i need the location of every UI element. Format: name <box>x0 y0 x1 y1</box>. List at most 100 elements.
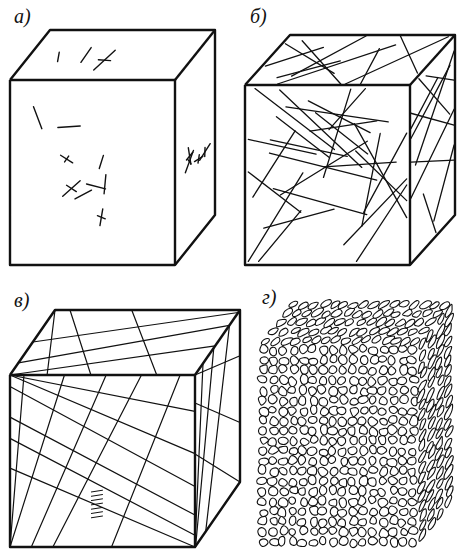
grain <box>398 408 407 415</box>
grain <box>390 516 398 525</box>
grain <box>349 354 357 363</box>
grain <box>345 319 353 326</box>
grain <box>276 319 286 326</box>
grain <box>348 364 356 374</box>
grain <box>299 479 307 486</box>
grain <box>257 376 266 383</box>
grain <box>309 458 317 466</box>
grain <box>358 519 366 526</box>
grain <box>290 338 300 345</box>
cube-dense-cracks <box>245 35 455 265</box>
crack-line <box>200 144 211 161</box>
grain <box>279 386 287 395</box>
crack-line <box>259 211 301 262</box>
grain <box>445 447 451 457</box>
crack-line <box>10 375 195 454</box>
grain <box>320 425 327 435</box>
grain <box>328 456 335 463</box>
grain <box>438 375 444 385</box>
grain <box>271 337 280 345</box>
grain <box>307 447 317 455</box>
grain <box>410 376 419 383</box>
grain <box>407 408 417 415</box>
grain <box>329 438 337 446</box>
grain <box>338 355 347 364</box>
grain <box>278 537 284 547</box>
grain <box>369 396 375 404</box>
grain <box>303 337 312 343</box>
grain <box>320 436 327 445</box>
grain <box>380 346 388 353</box>
grain <box>319 365 328 374</box>
grain <box>268 406 276 412</box>
grain <box>308 497 317 506</box>
grain <box>320 346 328 355</box>
crack-line <box>278 45 396 84</box>
grain <box>419 439 425 451</box>
grain <box>379 428 388 436</box>
grain <box>378 436 385 445</box>
grain <box>279 467 287 474</box>
grain <box>307 467 316 476</box>
crack-line <box>356 151 407 201</box>
grain <box>378 488 386 496</box>
grain <box>319 417 327 424</box>
grain <box>260 365 267 374</box>
crack-line <box>58 126 80 128</box>
grain <box>319 449 328 456</box>
grain <box>259 427 267 435</box>
crack-line <box>10 386 195 486</box>
grain <box>400 365 408 375</box>
crack-line <box>10 375 64 547</box>
grain <box>400 508 408 515</box>
grain <box>268 395 277 404</box>
figure-label: г) <box>262 287 276 307</box>
grain <box>425 318 436 326</box>
crack-line <box>434 145 454 221</box>
grain <box>298 508 306 515</box>
grain <box>410 427 418 435</box>
grain <box>390 497 398 504</box>
grain <box>260 387 267 397</box>
grain <box>308 302 318 309</box>
grain <box>260 345 268 354</box>
grain <box>407 457 416 465</box>
grain <box>319 477 328 485</box>
grain <box>257 488 265 497</box>
grain <box>289 516 296 525</box>
grain <box>419 451 427 463</box>
crack-line <box>98 59 110 61</box>
grain <box>310 435 318 443</box>
grain <box>338 448 346 456</box>
grain <box>308 376 316 383</box>
grain <box>430 302 439 309</box>
grain <box>348 477 355 486</box>
crack-line <box>286 107 388 122</box>
grain <box>350 516 359 525</box>
crack-line <box>323 89 350 177</box>
grain <box>306 319 316 327</box>
crack-line <box>61 155 73 163</box>
grain <box>437 509 443 520</box>
grain <box>428 335 436 348</box>
grain <box>298 417 306 426</box>
crack-line <box>423 194 436 233</box>
grain <box>269 357 277 366</box>
grain <box>391 338 402 344</box>
grain <box>370 406 378 414</box>
grain <box>309 540 318 546</box>
grain <box>409 489 416 497</box>
grain <box>318 496 326 505</box>
grain <box>359 476 367 486</box>
grain <box>312 336 321 344</box>
grain <box>370 508 378 515</box>
grain <box>388 506 397 515</box>
grain <box>290 436 297 445</box>
grain <box>269 365 278 374</box>
grain <box>308 475 316 484</box>
crack-line <box>91 512 102 514</box>
grain <box>379 477 386 485</box>
grain <box>395 319 405 326</box>
